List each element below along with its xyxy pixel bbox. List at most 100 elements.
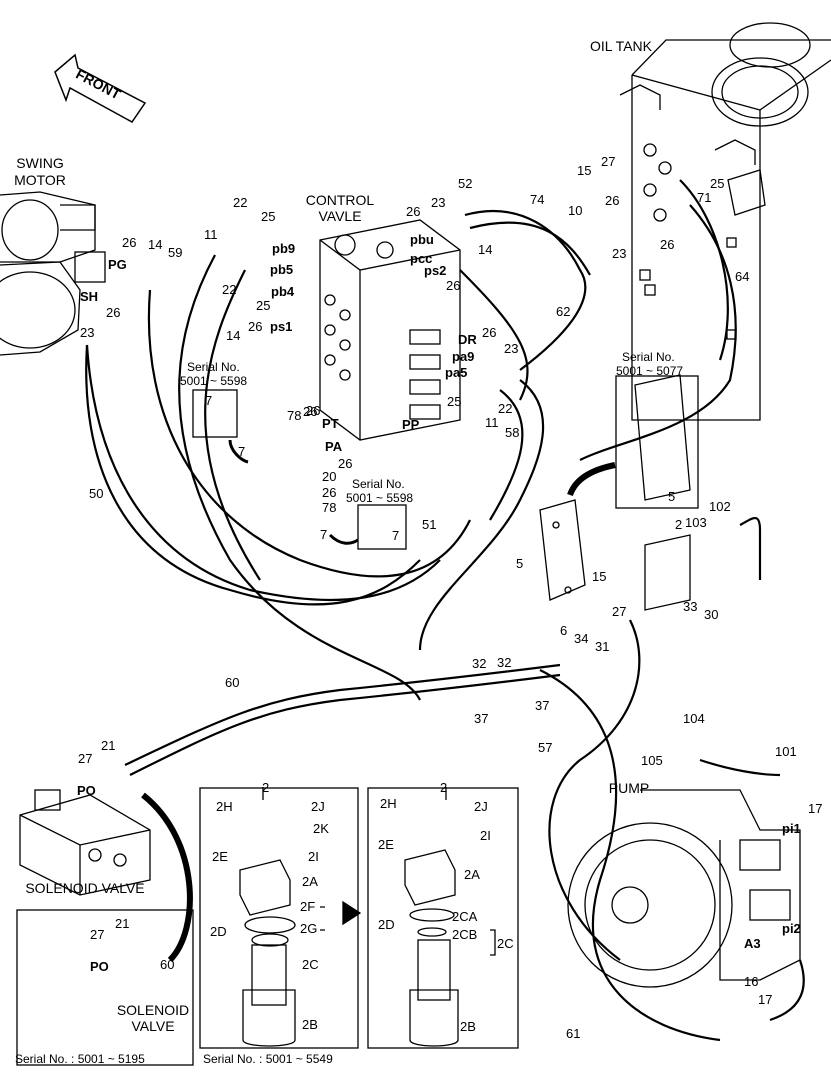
- callout-32: 32: [497, 655, 512, 670]
- callout-22: 22: [498, 401, 513, 416]
- solenoid-bracket: [539, 374, 691, 611]
- inset-box-5: [615, 375, 699, 509]
- callout-33: 33: [683, 599, 698, 614]
- callout-31: 31: [595, 639, 610, 654]
- serial-note-3-title: Serial No.: [622, 350, 675, 364]
- callout-30: 30: [704, 607, 719, 622]
- callout-16: 16: [744, 974, 759, 989]
- callout-101: 101: [775, 744, 797, 759]
- port-pt: PT: [322, 416, 339, 431]
- callout-59: 59: [168, 245, 183, 260]
- callout-2: 2: [675, 517, 683, 532]
- inset-box-7a: [192, 389, 238, 438]
- serial-note-1-title: Serial No.: [187, 360, 240, 374]
- title-control: CONTROL: [305, 192, 375, 208]
- callout-2a: 2A: [302, 874, 318, 889]
- callout-14: 14: [148, 237, 163, 252]
- swing-motor: [0, 191, 106, 356]
- callout-26: 26: [322, 485, 337, 500]
- inset-box-7b: [357, 504, 407, 550]
- title-swing: SWING: [16, 155, 64, 171]
- inset-box-new: [367, 787, 519, 1049]
- port-pa9: pa9: [452, 349, 475, 364]
- serial-note-2-title: Serial No.: [352, 477, 405, 491]
- callout-104: 104: [683, 711, 705, 726]
- port-ps1: ps1: [270, 319, 293, 334]
- callout-25: 25: [261, 209, 276, 224]
- callout-2d: 2D: [378, 917, 395, 932]
- port-pbu: pbu: [410, 232, 434, 247]
- callout-61: 61: [566, 1026, 581, 1041]
- port-pa: PA: [325, 439, 343, 454]
- port-pb4: pb4: [271, 284, 295, 299]
- callout-2ca: 2CA: [452, 909, 478, 924]
- callout-2b: 2B: [302, 1017, 318, 1032]
- inset-box-serial-5549: [199, 787, 359, 1049]
- callout-26: 26: [482, 325, 497, 340]
- front-arrow: [54, 53, 147, 123]
- callout-102: 102: [709, 499, 731, 514]
- port-sh: SH: [80, 289, 99, 304]
- callout-17: 17: [758, 992, 773, 1007]
- callout-71: 71: [697, 190, 712, 205]
- callout-26: 26: [338, 456, 353, 471]
- callout-52: 52: [458, 176, 473, 191]
- callout-2c: 2C: [302, 957, 319, 972]
- callout-51: 51: [422, 517, 437, 532]
- port-a3: A3: [744, 936, 761, 951]
- callout-32: 32: [472, 656, 487, 671]
- callout-105: 105: [641, 753, 663, 768]
- title-valve: VAVLE: [318, 208, 362, 224]
- callout-25: 25: [710, 176, 725, 191]
- port-pp: PP: [402, 417, 420, 432]
- callout-27: 27: [78, 751, 93, 766]
- callout-21: 21: [115, 916, 130, 931]
- port-pb9: pb9: [272, 241, 296, 256]
- callout-37: 37: [474, 711, 489, 726]
- callout-22: 22: [233, 195, 248, 210]
- callout-7: 7: [320, 527, 328, 542]
- port-po-inset: PO: [90, 959, 109, 974]
- serial-note-3-range: 5001 ~ 5077: [616, 364, 684, 378]
- callout-60: 60: [160, 957, 175, 972]
- callout-5: 5: [516, 556, 524, 571]
- callout-15: 15: [577, 163, 592, 178]
- port-pg: PG: [108, 257, 127, 272]
- callout-7: 7: [205, 393, 213, 408]
- port-dr: DR: [458, 332, 477, 347]
- callout-23: 23: [80, 325, 95, 340]
- port-pb5: pb5: [270, 262, 294, 277]
- title-valve-inset: VALVE: [131, 1018, 175, 1034]
- solenoid-valve-drawing: [19, 789, 151, 896]
- title-motor: MOTOR: [14, 172, 66, 188]
- arrow-triangle: [342, 900, 362, 926]
- callout-2h: 2H: [380, 796, 397, 811]
- title-solenoid-valve: SOLENOID VALVE: [25, 880, 145, 896]
- title-solenoid-inset: SOLENOID: [116, 1002, 190, 1018]
- callout-26: 26: [446, 278, 461, 293]
- pump-drawing: [567, 789, 801, 988]
- callout-2c: 2C: [497, 936, 514, 951]
- callout-2f: 2F: [300, 899, 316, 914]
- callout-78: 78: [287, 408, 302, 423]
- callout-103: 103: [685, 515, 707, 530]
- serial-note-bottom-left: Serial No. : 5001 ~ 5195: [15, 1052, 145, 1066]
- callout-27: 27: [612, 604, 627, 619]
- callout-2e: 2E: [378, 837, 394, 852]
- oil-tank: [619, 22, 831, 421]
- callout-74: 74: [530, 192, 545, 207]
- title-oil-tank: OIL TANK: [590, 38, 652, 54]
- callout-2k: 2K: [313, 821, 329, 836]
- callout-23: 23: [504, 341, 519, 356]
- port-ps2: ps2: [424, 263, 447, 278]
- callout-15: 15: [592, 569, 607, 584]
- callout-26: 26: [106, 305, 121, 320]
- inset-box-serial-5195: [16, 909, 194, 1066]
- callout-78: 78: [322, 500, 337, 515]
- callout-26: 26: [303, 404, 318, 419]
- callout-2i: 2I: [480, 828, 491, 843]
- callout-2d: 2D: [210, 924, 227, 939]
- callout-64: 64: [735, 269, 750, 284]
- callout-20: 20: [322, 469, 337, 484]
